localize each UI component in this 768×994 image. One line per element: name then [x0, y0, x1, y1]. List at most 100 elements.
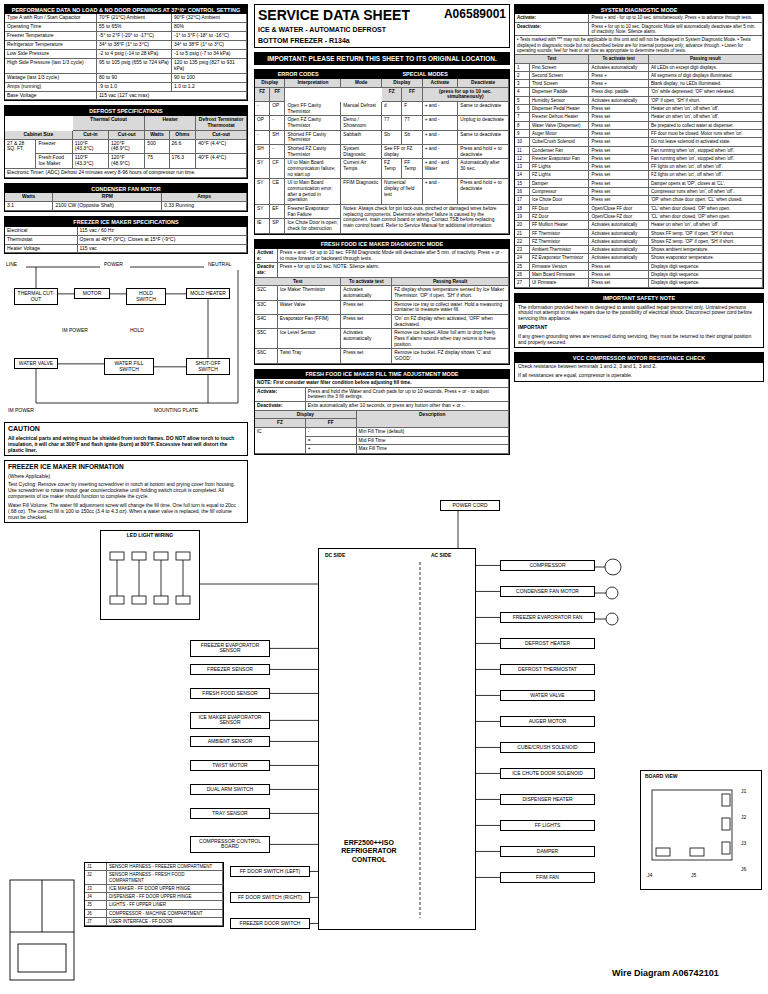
- table-cell: 110°F (43.3°C): [73, 154, 109, 169]
- table-cell: -1 to 5 psig (-7 to 34 kPa): [172, 50, 247, 59]
- component-label: ICE MAKER EVAPORATOR SENSOR: [193, 715, 267, 727]
- wire: [458, 511, 459, 548]
- table-cell: Automatically after 30 sec.: [458, 159, 509, 179]
- table-cell: 120°F (48.9°C): [109, 140, 145, 155]
- table-cell: J2: [85, 871, 107, 885]
- table-cell: Open FZ Cavity Thermistor: [285, 116, 341, 130]
- wire: [476, 773, 500, 774]
- component-box: HOLD SWITCH: [126, 288, 166, 305]
- table-cell: Press set: [589, 263, 649, 271]
- section-header: DEFROST SPECIFICATIONS: [5, 106, 247, 115]
- table-cell: Firmware Version: [530, 263, 590, 271]
- table-cell: FF door must be closed. Motor runs when …: [649, 130, 763, 138]
- led-strip: [110, 552, 190, 604]
- diagram-label: LINE: [6, 262, 17, 268]
- table-cell: J5: [85, 901, 107, 909]
- component-label: MOTOR: [77, 291, 107, 297]
- text-block: ICE & WATER - AUTOMATIC DEFROST: [255, 25, 509, 36]
- table-cell: Second Screen: [530, 72, 590, 80]
- table-cell: SY: [255, 179, 270, 205]
- table-cell: Press set: [341, 315, 392, 329]
- component-label: WATER FILL SWITCH: [107, 361, 151, 373]
- sensor-box: FRESH FOOD SENSOR: [190, 688, 270, 699]
- table-cell: See FF or FZ display: [382, 145, 423, 159]
- column-header: Deactivate: [458, 79, 509, 88]
- component-label: SHUT-OFF SWITCH: [189, 361, 227, 373]
- cabinet-outline: [10, 880, 74, 980]
- led: [132, 596, 146, 604]
- component-label: THERMAL CUT-OUT: [17, 291, 55, 303]
- caution-box: CAUTIONAll electrical parts and wiring m…: [4, 422, 248, 456]
- section-header: SPECIAL MODES: [341, 70, 509, 79]
- table-cell: Shows FZ temp. 'OP' if open, 'SH' if sho…: [649, 238, 763, 246]
- connector: [722, 842, 730, 854]
- wire: [270, 669, 318, 670]
- table-cell: Compressor runs when 'on', off when 'off…: [649, 188, 763, 196]
- section-header: FREEZER ICE MAKER SPECIFICATIONS: [5, 217, 247, 226]
- table-cell: Third Screen: [530, 80, 590, 88]
- table-cell: + and - and Water: [423, 159, 459, 179]
- load-box: WATER VALVE: [500, 690, 595, 701]
- table-cell: Wattage (last 1/3 cycle): [5, 74, 97, 83]
- table-cell: -: [270, 145, 285, 159]
- table-cell: 13: [515, 163, 530, 171]
- column-header: Cut-out: [109, 131, 145, 140]
- component-label: DAMPER: [503, 849, 592, 855]
- load-box: CUBE/CRUSH SOLENOID: [500, 742, 595, 753]
- diagram-label: J3: [741, 841, 746, 847]
- column-header: Description: [357, 411, 509, 428]
- table-cell: Activates automatically: [341, 286, 392, 300]
- table-cell: Condenser Fan: [530, 147, 590, 155]
- table-cell: SENSOR HARNESS - FRESH FOOD COMPARTMENT: [107, 871, 223, 885]
- table-cell: -: [270, 116, 285, 130]
- table-cell: 10: [515, 138, 530, 146]
- text-block: FREEZER ICE MAKER INFORMATION: [5, 461, 247, 472]
- table-cell: FZ Lights: [530, 171, 590, 179]
- diagram-label: J4: [647, 873, 652, 879]
- table-cell: 2100 CW (Opposite Shaft): [53, 202, 162, 211]
- section-header: VCC COMPRESSOR MOTOR RESISTANCE CHECK: [515, 353, 763, 362]
- table-cell: 90°F (32°C) Ambient: [172, 14, 247, 23]
- text-block: A06589001: [441, 5, 509, 25]
- wire: [310, 897, 318, 898]
- table-cell: Press set: [589, 130, 649, 138]
- table-cell: 6: [515, 105, 530, 113]
- table-cell: Shows FF temp. 'OP' if open, 'SH' if sho…: [649, 230, 763, 238]
- table-cell: Blank display; no LEDs illuminated.: [649, 80, 763, 88]
- table-cell: Low Side Pressure: [5, 50, 97, 59]
- table-cell: + and -: [423, 102, 459, 116]
- table-cell: FZ Evaporator Thermistor: [530, 254, 590, 262]
- table-cell: Water Valve (Dispenser): [530, 122, 590, 130]
- column-header: Watts: [5, 193, 53, 202]
- table-cell: Unplug to deactivate: [458, 116, 509, 130]
- diagnostic-table: SYSTEM DIAGNOSTIC MODEActivate:Press + a…: [514, 4, 764, 289]
- info-box: FREEZER ICE MAKER INFORMATION(Where Appl…: [4, 460, 248, 523]
- load-box: DISPENSER HEATER: [500, 794, 595, 805]
- wire: [270, 789, 318, 790]
- table-cell: Activate:: [255, 388, 306, 402]
- table-cell: 20: [515, 221, 530, 229]
- freezer-drawer: [18, 944, 66, 972]
- wire: [476, 851, 500, 852]
- table-cell: 27 & 28 SQ. FT.: [5, 140, 36, 170]
- diagram-label: MOUNTING PLATE: [154, 408, 198, 414]
- column-header: Passing result: [649, 55, 763, 63]
- table-cell: Open/Close FZ door: [589, 213, 649, 221]
- table-cell: 7: [515, 113, 530, 121]
- wire: [166, 293, 186, 294]
- component-label: FFIM FAN: [503, 875, 592, 881]
- load-box: DAMPER: [500, 846, 595, 857]
- table-cell: Exits automatically after 10 seconds, or…: [306, 402, 509, 411]
- table-cell: Ice Chute Door: [530, 196, 590, 204]
- component-label: HOLD SWITCH: [129, 291, 163, 303]
- table-cell: 25: [515, 263, 530, 271]
- board-view: BOARD VIEWJ1J2J3J4J5J6: [640, 770, 762, 890]
- table-cell: 15: [515, 180, 530, 188]
- table-cell: Deactivate:: [515, 23, 589, 37]
- table-cell: +: [306, 445, 357, 454]
- component-label: WATER VALVE: [17, 361, 55, 367]
- component-label: FF DOOR SWITCH (RIGHT): [233, 895, 307, 901]
- column-header: Display: [382, 79, 423, 88]
- component-box: SHUT-OFF SWITCH: [186, 358, 230, 375]
- table-cell: 176.3: [170, 154, 197, 169]
